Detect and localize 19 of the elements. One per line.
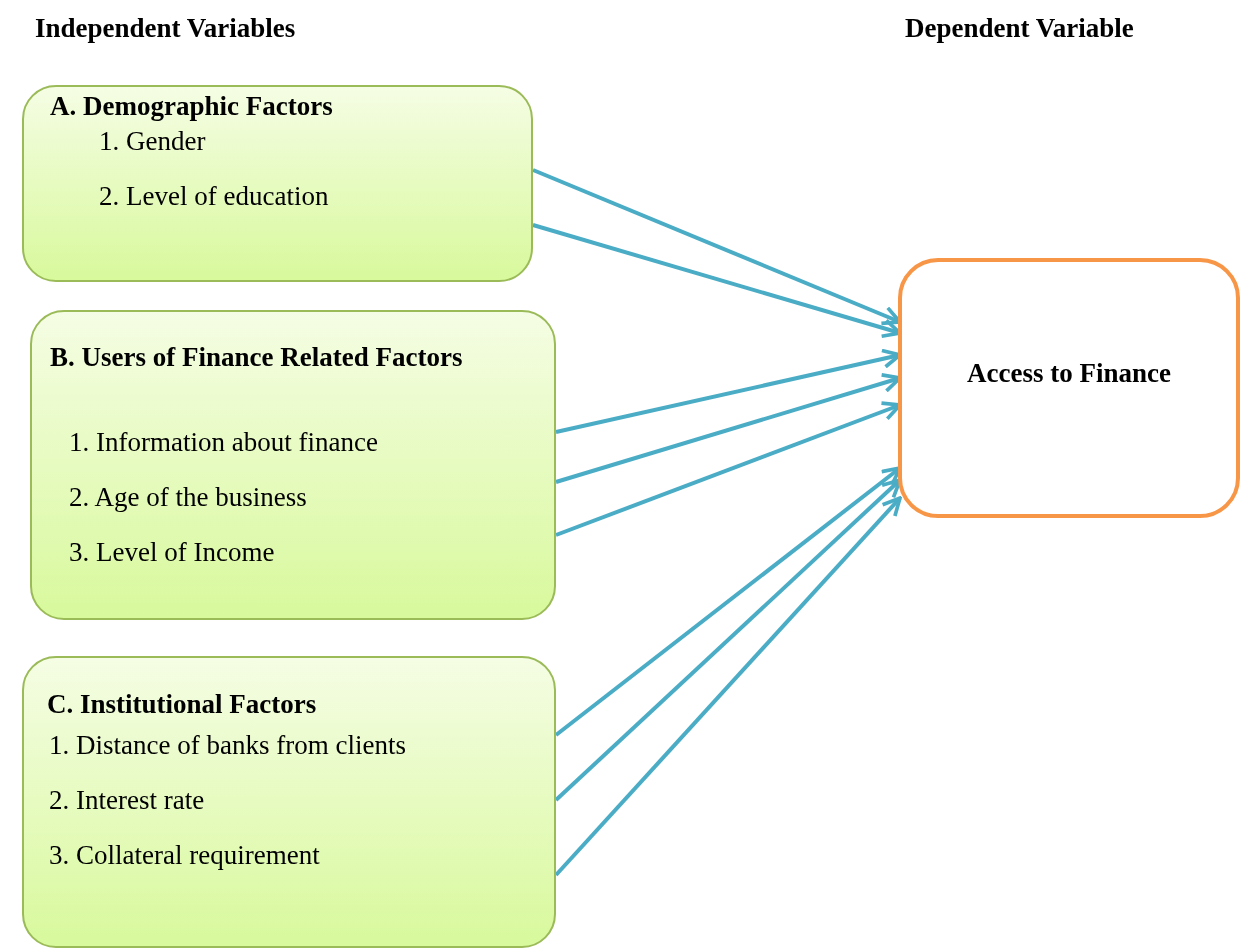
factor-item: 2. Interest rate <box>49 785 205 815</box>
column-heading: Independent Variables <box>35 13 296 43</box>
arrow <box>554 496 902 877</box>
factor-item: 2. Age of the business <box>69 482 307 512</box>
factor-box <box>22 656 556 948</box>
factor-item: 1. Information about finance <box>69 427 378 457</box>
factor-heading: C. Institutional Factors <box>47 689 317 719</box>
factor-item: 2. Level of education <box>99 181 329 211</box>
factor-heading: A. Demographic Factors <box>50 91 333 121</box>
factor-box <box>30 310 556 620</box>
column-heading: Dependent Variable <box>905 13 1134 43</box>
factor-item: 1. Distance of banks from clients <box>49 730 406 760</box>
factor-item: 1. Gender <box>99 126 206 156</box>
outcome-box <box>898 258 1240 518</box>
outcome-label: Access to Finance <box>967 358 1171 388</box>
factor-box <box>22 85 533 282</box>
factor-item: 3. Collateral requirement <box>49 840 320 870</box>
factor-heading: B. Users of Finance Related Factors <box>50 341 464 374</box>
factor-item: 3. Level of Income <box>69 537 275 567</box>
